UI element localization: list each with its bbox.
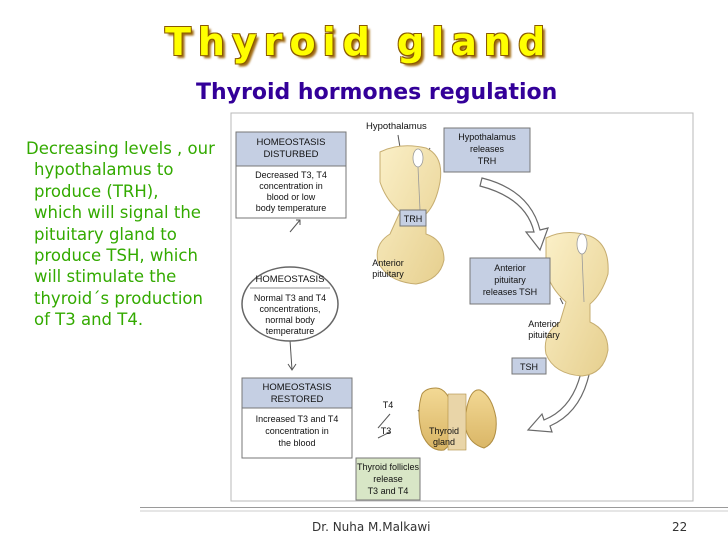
thyroid-label-1: Thyroid xyxy=(429,426,459,436)
ap-box-line-3: releases TSH xyxy=(483,287,537,297)
footer-page-number: 22 xyxy=(672,520,688,534)
restored-body-1: Increased T3 and T4 xyxy=(256,414,339,424)
t4-label: T4 xyxy=(383,400,394,410)
line-t3 xyxy=(377,431,391,439)
anterior-pituitary-right-1: Anterior xyxy=(528,319,560,329)
arrow-disturbed-up-head xyxy=(296,219,301,225)
anterior-pituitary-releases-box: Anterior pituitary releases TSH xyxy=(469,257,551,305)
homeostasis-header: HOMEOSTASIS xyxy=(256,274,325,285)
trh-label: TRH xyxy=(404,214,423,224)
thyroid-follicles-box: Thyroid follicles release T3 and T4 xyxy=(355,457,421,501)
anterior-pituitary-left-2: pituitary xyxy=(372,269,404,279)
homeostasis-body-4: temperature xyxy=(266,326,315,336)
line-t4 xyxy=(377,413,391,429)
hypo-box-line-3: TRH xyxy=(478,156,497,166)
anterior-pituitary-left-1: Anterior xyxy=(372,258,404,268)
homeostasis-circle: HOMEOSTASIS Normal T3 and T4 concentrati… xyxy=(241,266,339,342)
restored-body-3: the blood xyxy=(278,438,315,448)
follicles-line-3: T3 and T4 xyxy=(368,486,409,496)
disturbed-body-3: blood or low xyxy=(267,192,316,202)
body-line: of T3 and T4. xyxy=(34,310,144,330)
tsh-label-box: TSH xyxy=(511,357,547,375)
follicles-line-1: Thyroid follicles xyxy=(357,462,420,472)
arrow-homeostasis-down-head xyxy=(287,363,297,371)
body-line: thyroid´s production xyxy=(34,288,203,308)
footer-rule-shadow xyxy=(140,510,728,512)
footer-author: Dr. Nuha M.Malkawi xyxy=(312,520,431,534)
hypothalamus-releases-box: Hypothalamus releases TRH xyxy=(443,127,531,173)
body-line: produce (TRH), xyxy=(34,181,159,201)
homeostasis-body-3: normal body xyxy=(265,315,315,325)
body-line: pituitary gland to xyxy=(34,224,177,244)
thyroid-regulation-diagram: HOMEOSTASIS DISTURBED Decreased T3, T4 c… xyxy=(230,112,694,502)
line-disturbed-up xyxy=(289,219,301,233)
right-pituitary-gland xyxy=(544,232,609,377)
ap-box-line-2: pituitary xyxy=(494,275,526,285)
hypo-box-line-2: releases xyxy=(470,144,505,154)
body-line: produce TSH, which xyxy=(34,246,198,266)
slide-subtitle: Thyroid hormones regulation xyxy=(196,80,558,105)
hypo-box-line-1: Hypothalamus xyxy=(458,132,516,142)
restored-header-1: HOMEOSTASIS xyxy=(263,382,332,393)
body-line: hypothalamus to xyxy=(34,160,174,180)
disturbed-body-4: body temperature xyxy=(256,203,327,213)
arrow-top-right xyxy=(479,177,549,252)
hypothalamus-label: Hypothalamus xyxy=(366,121,427,132)
homeostasis-body-1: Normal T3 and T4 xyxy=(254,293,326,303)
body-line: will stimulate the xyxy=(34,267,177,287)
line-homeostasis-down xyxy=(289,339,293,371)
thyroid-gland-shape xyxy=(418,387,497,451)
disturbed-body-2: concentration in xyxy=(259,181,323,191)
restored-body-2: concentration in xyxy=(265,426,329,436)
body-text: Decreasing levels , our hypothalamus to … xyxy=(26,138,231,331)
body-line: Decreasing levels , our xyxy=(26,139,215,158)
footer-rule xyxy=(140,507,728,508)
slide-title: Thyroid gland xyxy=(165,20,553,64)
homeostasis-disturbed-box: HOMEOSTASIS DISTURBED Decreased T3, T4 c… xyxy=(235,131,347,219)
disturbed-header-2: DISTURBED xyxy=(264,149,319,160)
homeostasis-body-2: concentrations, xyxy=(259,304,320,314)
thyroid-label-2: gland xyxy=(433,437,455,447)
trh-label-box: TRH xyxy=(399,209,427,227)
tsh-label: TSH xyxy=(520,362,538,372)
follicles-line-2: release xyxy=(373,474,403,484)
t3-label: T3 xyxy=(381,426,392,436)
homeostasis-restored-box: HOMEOSTASIS RESTORED Increased T3 and T4… xyxy=(241,377,353,459)
disturbed-body-1: Decreased T3, T4 xyxy=(255,170,327,180)
ap-box-line-1: Anterior xyxy=(494,263,526,273)
line-anterior-right xyxy=(559,297,564,305)
disturbed-header-1: HOMEOSTASIS xyxy=(257,137,326,148)
restored-header-2: RESTORED xyxy=(271,394,324,405)
body-line: which will signal the xyxy=(34,203,201,223)
anterior-pituitary-right-2: pituitary xyxy=(528,330,560,340)
